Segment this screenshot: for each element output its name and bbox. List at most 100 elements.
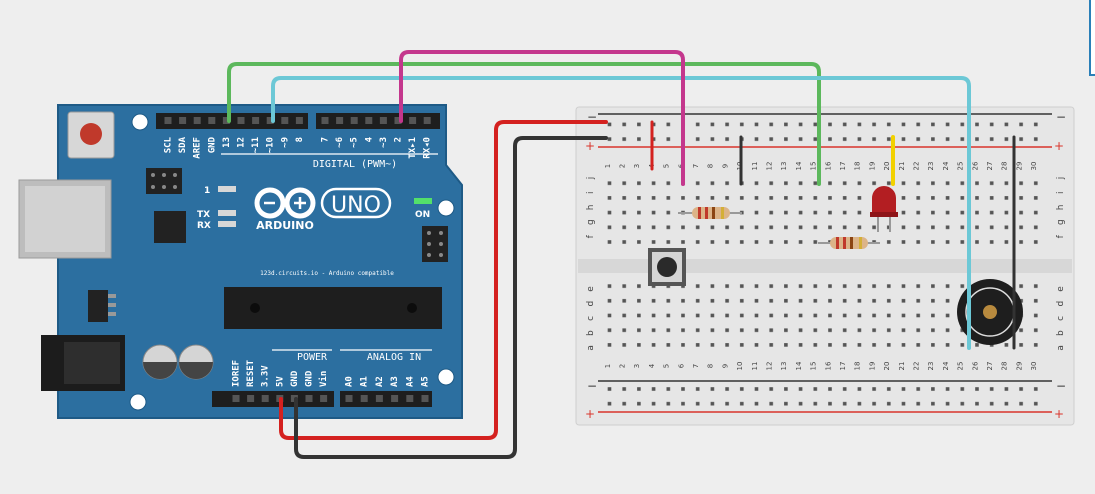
column-number: 25 <box>957 162 965 171</box>
pin-socket[interactable] <box>320 395 328 402</box>
pin-socket[interactable] <box>237 117 245 124</box>
pin-label: GND <box>207 136 217 153</box>
column-number: 27 <box>986 162 994 171</box>
wires[interactable] <box>227 50 1016 459</box>
arduino-logo-text: ARDUINO <box>256 219 314 232</box>
terminal-strip-top[interactable] <box>603 172 1045 246</box>
rx-led <box>218 221 236 227</box>
pin-socket[interactable] <box>247 395 255 402</box>
pin-label: 3.3V <box>261 365 271 387</box>
column-number: 30 <box>1030 362 1038 371</box>
pin-socket[interactable] <box>261 395 269 402</box>
pin-socket[interactable] <box>409 117 417 124</box>
power-jack-icon <box>41 335 125 391</box>
column-number: 28 <box>1001 162 1009 171</box>
pin-socket[interactable] <box>321 117 329 124</box>
pin-socket[interactable] <box>208 117 216 124</box>
pin-socket[interactable] <box>281 117 289 124</box>
pin-socket[interactable] <box>379 117 387 124</box>
arduino-uno-board[interactable]: 1 TX RX ON ARDUINO UNO 123d.circuits.io … <box>18 104 463 419</box>
uno-badge <box>320 187 392 219</box>
pin-label: 13 <box>222 137 232 148</box>
led-red[interactable] <box>870 186 898 232</box>
resistor-2[interactable] <box>818 237 880 249</box>
pin-socket[interactable] <box>232 395 240 402</box>
row-letter: a <box>586 345 596 351</box>
pin-socket[interactable] <box>222 117 230 124</box>
column-number: 13 <box>780 162 788 171</box>
pin-label: ~5 <box>350 137 360 148</box>
wire-cyan[interactable] <box>271 76 971 350</box>
pin-socket[interactable] <box>193 117 201 124</box>
wire-red-5v[interactable] <box>279 120 608 440</box>
tx-led <box>218 210 236 216</box>
rx-label: RX <box>197 221 211 231</box>
pin-label: Vin <box>318 371 329 387</box>
pin-label: AREF <box>193 137 203 159</box>
pin-socket[interactable] <box>295 117 303 124</box>
resistor-1[interactable] <box>678 207 742 219</box>
row-letter: f <box>1056 234 1066 238</box>
row-letter: g <box>586 219 596 225</box>
pin-label: A0 <box>345 376 355 387</box>
row-letter: d <box>586 301 596 307</box>
pin-socket[interactable] <box>360 395 368 402</box>
top-power-rail: − + − + <box>585 110 1066 153</box>
pin-socket[interactable] <box>345 395 353 402</box>
pin-label: 12 <box>237 137 247 148</box>
column-number: 26 <box>971 361 979 370</box>
column-number: 22 <box>913 362 921 371</box>
column-number: 9 <box>721 164 729 168</box>
row-letter: e <box>1056 286 1066 292</box>
pin-socket[interactable] <box>305 395 313 402</box>
pin-label: A1 <box>360 376 370 387</box>
pin-socket[interactable] <box>336 117 344 124</box>
pin-socket[interactable] <box>164 117 172 124</box>
pin-label: SDA <box>178 136 188 153</box>
wire-magenta[interactable] <box>399 50 685 186</box>
pin-socket[interactable] <box>423 117 431 124</box>
row-letter: j <box>1056 177 1066 181</box>
side-panel-tab[interactable] <box>1089 0 1095 76</box>
pin-socket[interactable] <box>365 117 373 124</box>
row-letter: i <box>1056 191 1066 194</box>
tx-label: TX <box>197 210 210 220</box>
pin-socket[interactable] <box>179 117 187 124</box>
reset-button-icon[interactable] <box>67 111 115 159</box>
wire-green[interactable] <box>227 62 821 186</box>
pin-label: A5 <box>421 376 431 387</box>
column-number: 26 <box>971 161 979 170</box>
row-letter: f <box>586 234 596 238</box>
pin-socket[interactable] <box>406 395 414 402</box>
pin-label: 8 <box>295 137 305 142</box>
pin-label: ~11 <box>251 137 261 153</box>
column-number: 21 <box>898 162 906 171</box>
capacitor-icon <box>178 344 214 380</box>
column-number: 2 <box>619 364 627 368</box>
rail-minus-label: − <box>587 379 597 393</box>
pin-socket[interactable] <box>252 117 260 124</box>
column-number: 3 <box>633 364 641 368</box>
pin-socket[interactable] <box>394 117 402 124</box>
column-number: 17 <box>839 162 847 171</box>
column-number: 24 <box>942 161 950 170</box>
column-number: 23 <box>927 162 935 171</box>
column-number: 12 <box>766 362 774 371</box>
push-button[interactable] <box>648 248 686 286</box>
piezo-buzzer[interactable] <box>957 279 1023 345</box>
pin-socket[interactable] <box>421 395 429 402</box>
l-led <box>218 186 236 192</box>
rail-plus-label: + <box>1054 407 1064 421</box>
voltage-regulator-icon <box>88 290 116 322</box>
pin-socket[interactable] <box>350 117 358 124</box>
wire-black-gnd[interactable] <box>294 136 608 459</box>
column-number: 30 <box>1030 162 1038 171</box>
rail-plus-label: + <box>585 407 595 421</box>
row-letter: c <box>586 316 596 321</box>
pin-label: RX◂0 <box>423 137 433 159</box>
pin-socket[interactable] <box>375 395 383 402</box>
pin-socket[interactable] <box>266 117 274 124</box>
pin-socket[interactable] <box>391 395 399 402</box>
breadboard-center-gap <box>578 259 1072 273</box>
